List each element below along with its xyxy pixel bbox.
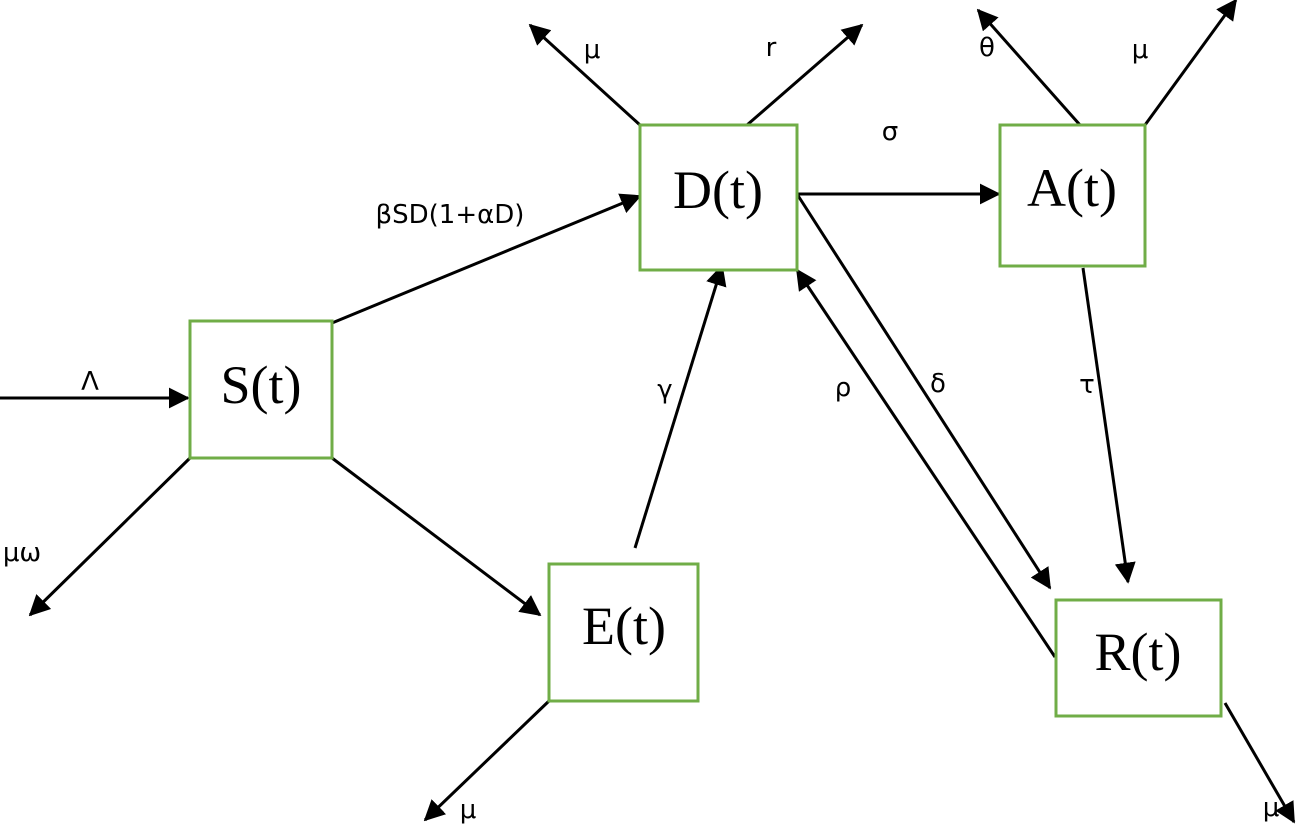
node-d-box xyxy=(638,123,799,272)
label-e-to-d: γ xyxy=(657,375,672,405)
node-e-label: E(t) xyxy=(582,596,666,656)
node-r: R(t) xyxy=(1054,598,1223,718)
edge-a-to-r xyxy=(1081,267,1136,584)
edge-a-death xyxy=(1143,0,1238,126)
label-s-to-d: βSD(1+αD) xyxy=(376,200,525,230)
node-e: E(t) xyxy=(547,562,700,703)
label-r-death: μ xyxy=(1263,793,1280,823)
label-s-death: μω xyxy=(3,538,41,568)
edge-d-to-r xyxy=(795,193,1052,590)
node-d-label: D(t) xyxy=(673,160,763,220)
edge-d-removal xyxy=(746,23,864,127)
edge-d-death xyxy=(528,23,642,127)
edge-s-to-e xyxy=(331,456,542,617)
label-recruitment: Λ xyxy=(81,367,99,397)
edge-r-death xyxy=(1223,702,1296,824)
node-d: D(t) xyxy=(638,123,799,272)
label-d-to-r: δ xyxy=(930,369,946,399)
edge-a-removal xyxy=(976,8,1082,126)
label-r-to-d: ρ xyxy=(835,373,852,403)
label-d-death: μ xyxy=(584,35,601,65)
label-a-death: μ xyxy=(1132,35,1149,65)
label-e-death: μ xyxy=(460,795,477,824)
node-a-box xyxy=(998,123,1147,268)
node-r-box xyxy=(1054,598,1223,718)
edge-s-death xyxy=(28,456,192,617)
node-s-box xyxy=(188,319,334,460)
edge-r-to-d xyxy=(795,268,1057,658)
label-d-to-a: σ xyxy=(882,117,898,147)
node-r-label: R(t) xyxy=(1095,622,1182,682)
edge-e-to-d xyxy=(633,264,727,549)
label-d-removal: r xyxy=(766,33,777,63)
label-a-removal: θ xyxy=(979,33,995,63)
edge-e-death xyxy=(423,698,552,822)
node-a-label: A(t) xyxy=(1027,158,1117,218)
node-a: A(t) xyxy=(998,123,1147,268)
edge-s-to-d xyxy=(331,193,642,325)
node-s: S(t) xyxy=(188,319,334,460)
label-a-to-r: τ xyxy=(1079,370,1095,400)
edge-labels: Λ μω βSD(1+αD) μ r σ θ μ γ μ ρ δ τ μ xyxy=(3,33,1279,824)
node-e-box xyxy=(547,562,700,703)
node-s-label: S(t) xyxy=(221,355,302,415)
